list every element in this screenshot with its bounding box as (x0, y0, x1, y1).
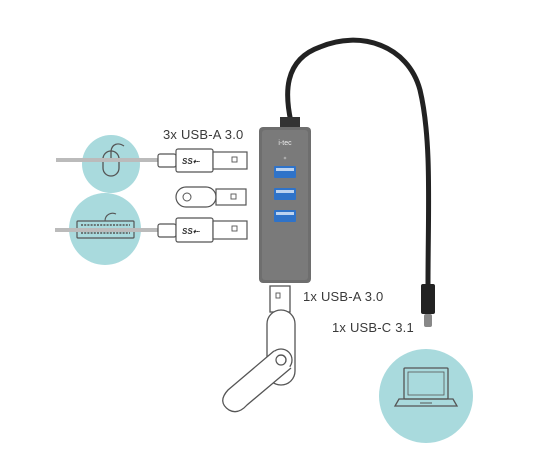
usb-hub: i-tec (259, 117, 311, 283)
label-3x-usb-a: 3x USB-A 3.0 (163, 127, 244, 142)
usb-flash-drive-bottom (222, 285, 296, 413)
usb-flash-drive-middle (175, 186, 247, 208)
usb-port-3 (274, 210, 296, 222)
usb-port-2 (274, 188, 296, 200)
mouse-icon (82, 135, 140, 193)
usb-port-1 (274, 166, 296, 178)
usb-a-plug-top: SS⇠ (157, 148, 248, 173)
hub-brand: i-tec (278, 140, 292, 147)
ss-usb-logo: SS⇠ (182, 157, 201, 166)
usb-c-plug (421, 284, 435, 327)
usb-a-plug-bottom: SS⇠ (157, 217, 248, 243)
label-1x-usb-c: 1x USB-C 3.1 (332, 320, 414, 335)
usb-c-cable (285, 37, 432, 287)
label-1x-usb-a: 1x USB-A 3.0 (303, 289, 384, 304)
laptop-icon (379, 349, 473, 443)
power-led (283, 156, 287, 160)
ss-usb-logo: SS⇠ (182, 227, 201, 236)
